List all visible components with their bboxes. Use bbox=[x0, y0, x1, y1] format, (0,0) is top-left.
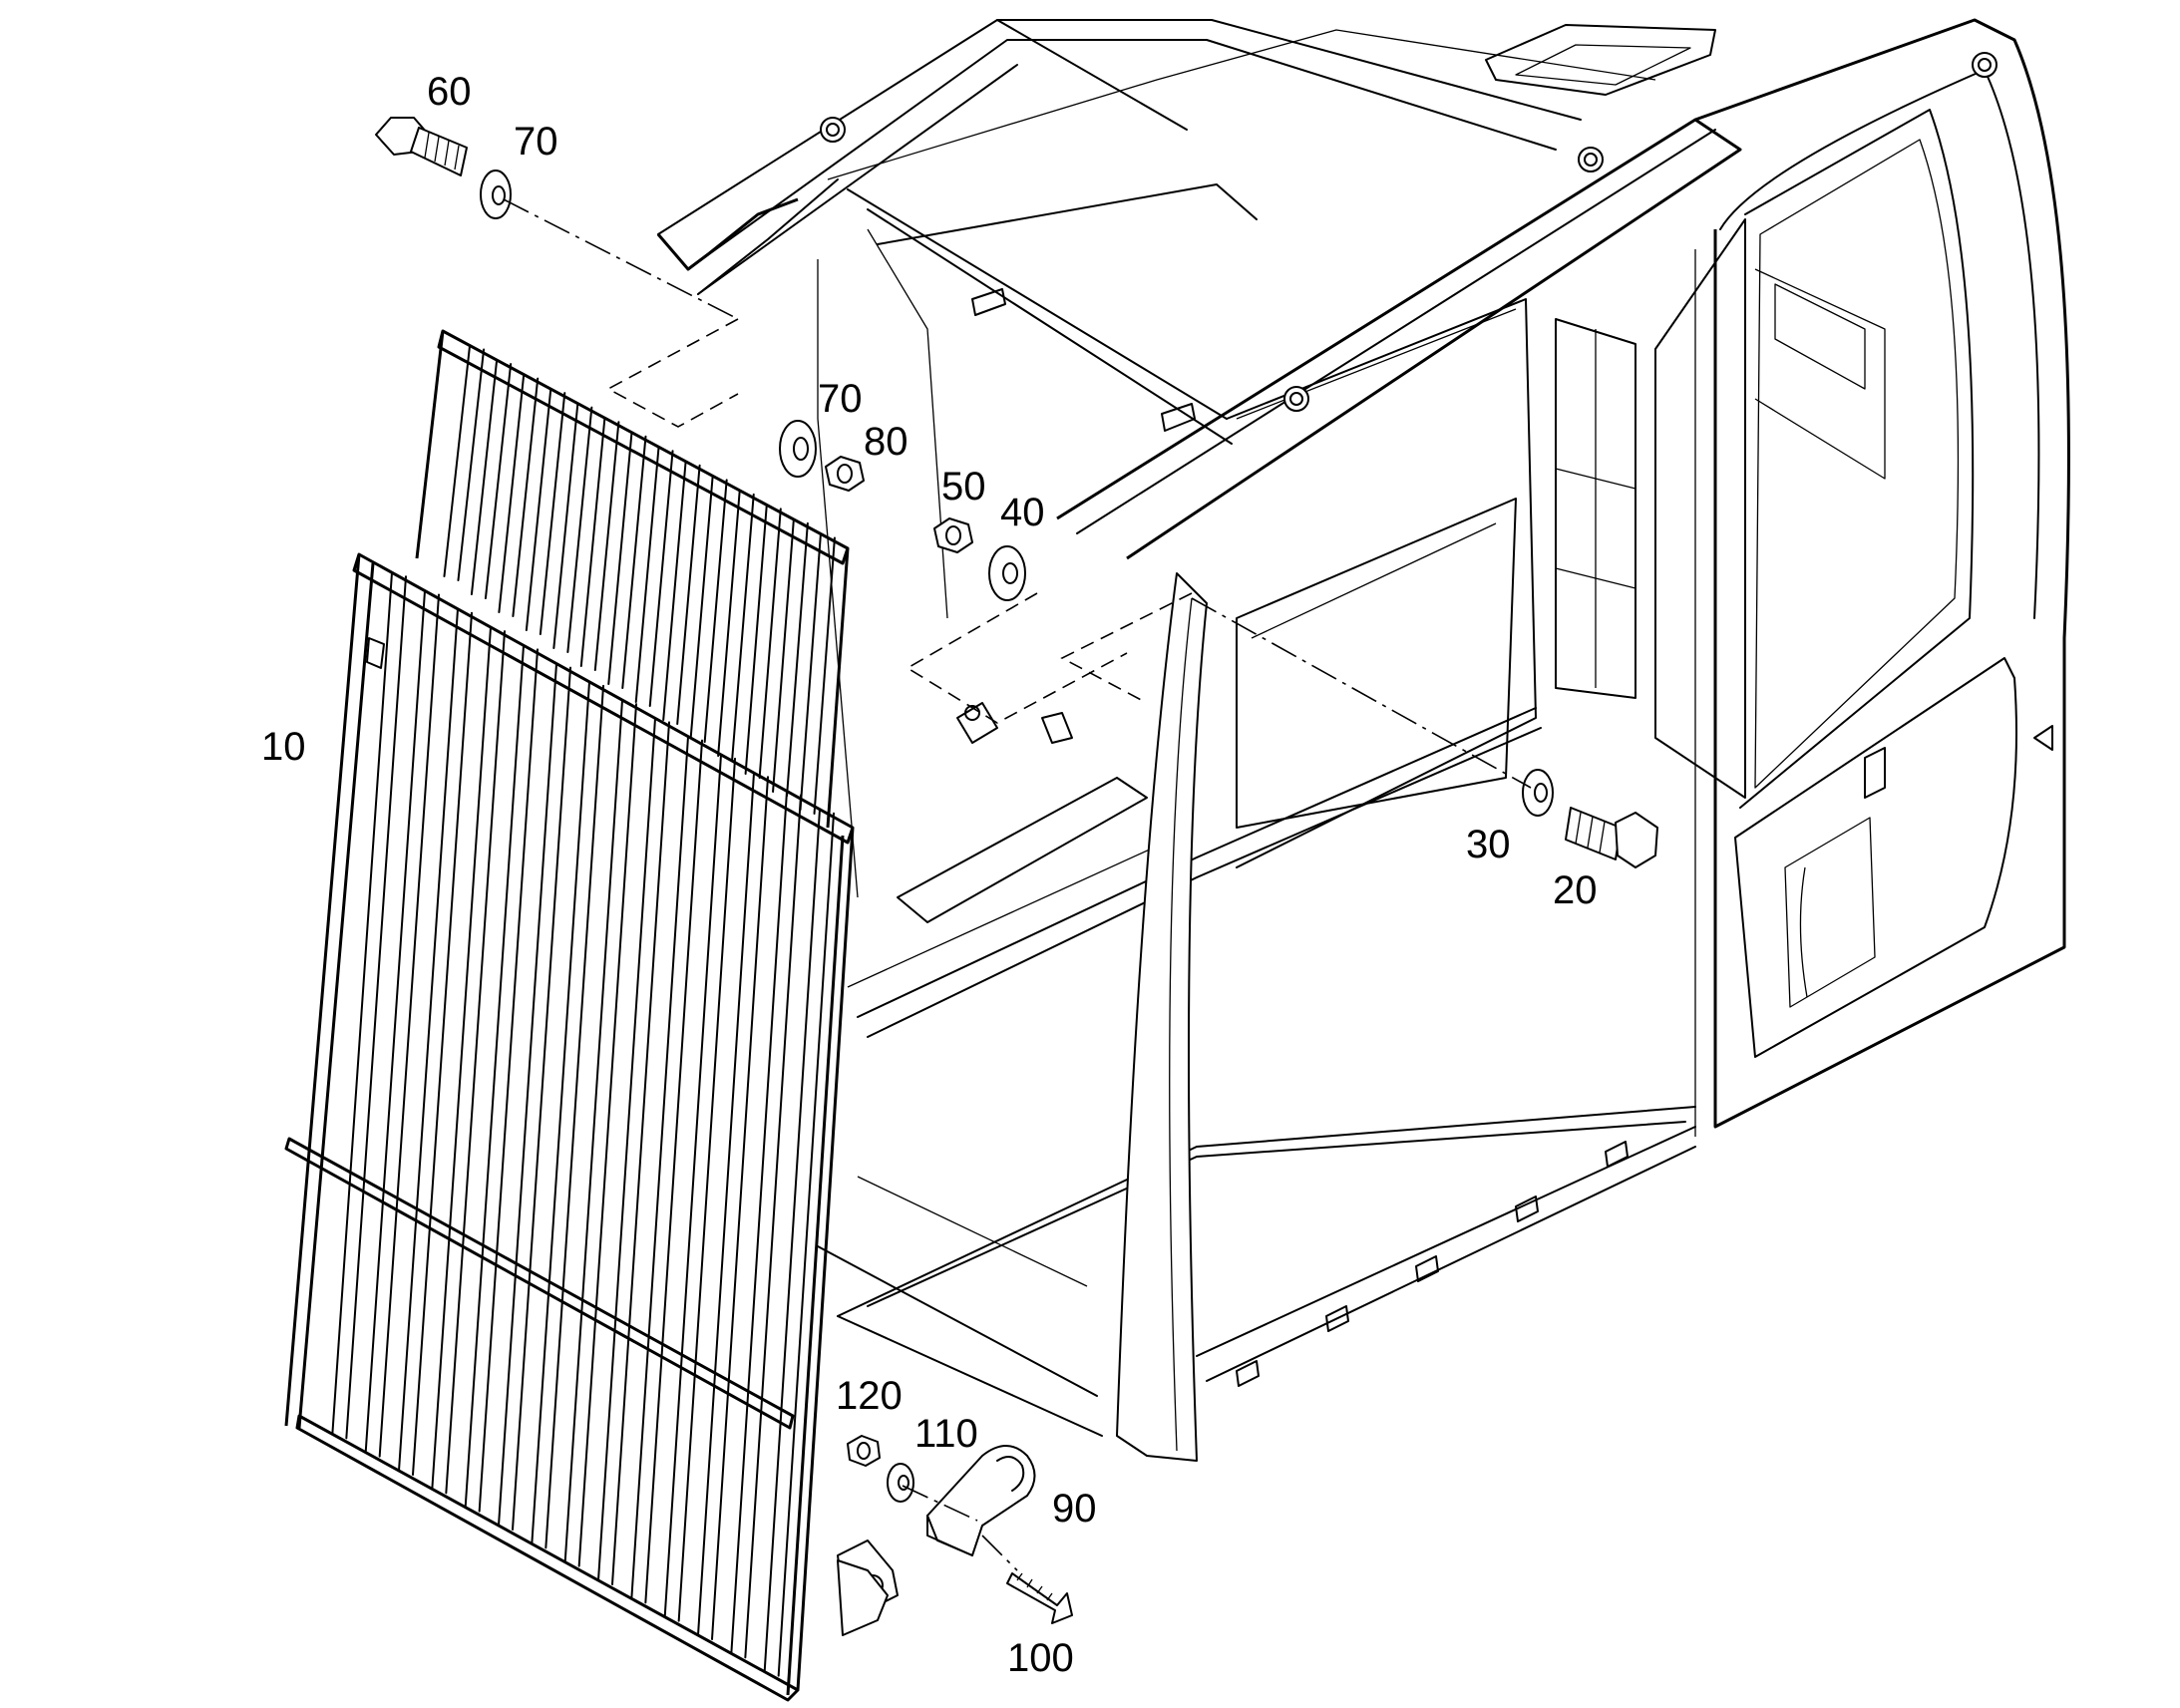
clamp-bracket-90 bbox=[926, 1445, 1036, 1556]
grille-bar bbox=[398, 607, 473, 1476]
grille-bar bbox=[689, 475, 728, 743]
grille-bar bbox=[498, 662, 571, 1531]
part-labels: 60 70 70 80 50 40 10 30 20 120 110 90 10… bbox=[261, 70, 1598, 1680]
grille-bar bbox=[772, 517, 809, 797]
grille-bar bbox=[525, 388, 566, 635]
grille-bar bbox=[498, 373, 540, 617]
washer-30 bbox=[1522, 769, 1554, 817]
nut-80 bbox=[825, 456, 865, 492]
grille-bar bbox=[563, 699, 637, 1567]
nut-50 bbox=[933, 517, 973, 553]
washer-70-mid bbox=[779, 420, 817, 478]
grille-bar bbox=[470, 359, 513, 599]
grille-bar bbox=[531, 680, 604, 1549]
screw-100 bbox=[1006, 1572, 1073, 1624]
grille-bar bbox=[697, 772, 769, 1640]
label-40: 40 bbox=[1000, 491, 1045, 534]
grille-bar bbox=[630, 735, 703, 1604]
grille-bar bbox=[662, 460, 701, 725]
grille-bar bbox=[552, 402, 593, 653]
grille-bar bbox=[331, 571, 407, 1440]
grille-bar bbox=[717, 489, 755, 761]
grille-bar bbox=[763, 808, 835, 1677]
label-60: 60 bbox=[427, 70, 472, 114]
label-70: 70 bbox=[818, 377, 863, 421]
label-20: 20 bbox=[1553, 868, 1598, 912]
label-90: 90 bbox=[1052, 1487, 1097, 1531]
nut-120 bbox=[847, 1435, 881, 1467]
grille-bar bbox=[744, 504, 782, 779]
grille-bar bbox=[431, 626, 506, 1495]
bolt-20 bbox=[1565, 807, 1658, 868]
grille-bar bbox=[607, 431, 647, 689]
label-100: 100 bbox=[1007, 1636, 1074, 1680]
washer-110 bbox=[887, 1463, 914, 1503]
grille-bar bbox=[799, 532, 836, 815]
label-110: 110 bbox=[914, 1412, 978, 1456]
bolt-60 bbox=[375, 117, 468, 176]
label-70: 70 bbox=[514, 120, 558, 164]
grille-bar bbox=[579, 417, 620, 671]
washer-40 bbox=[988, 545, 1026, 601]
label-120: 120 bbox=[836, 1374, 903, 1418]
hardware-parts bbox=[375, 117, 1658, 1624]
washer-70-top bbox=[480, 170, 512, 219]
grille-bar bbox=[663, 753, 736, 1622]
front-guard-grille bbox=[284, 329, 889, 1702]
grille-bar bbox=[634, 446, 674, 707]
cab-frame bbox=[656, 18, 2070, 1611]
label-10: 10 bbox=[261, 725, 306, 769]
grille-bar bbox=[364, 589, 440, 1458]
grille-bar bbox=[597, 717, 670, 1585]
grille-bar bbox=[730, 790, 802, 1659]
label-50: 50 bbox=[941, 465, 986, 509]
grille-bar bbox=[464, 644, 539, 1513]
leader-lines bbox=[503, 198, 1532, 1571]
grille-bar bbox=[443, 344, 486, 581]
label-30: 30 bbox=[1466, 823, 1511, 866]
label-80: 80 bbox=[864, 420, 908, 464]
